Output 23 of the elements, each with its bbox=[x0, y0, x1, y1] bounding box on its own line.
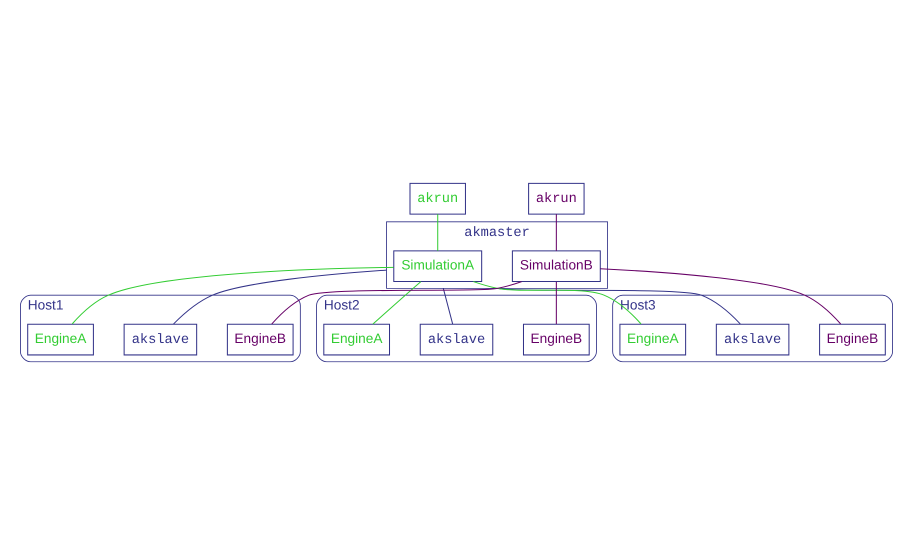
connector bbox=[72, 266, 394, 324]
connector bbox=[442, 288, 454, 324]
connector bbox=[556, 214, 557, 251]
connector bbox=[473, 281, 642, 324]
node-box: akslave bbox=[716, 324, 790, 356]
node-box: EngineA bbox=[619, 324, 686, 356]
node-box: EngineB bbox=[226, 324, 294, 356]
node-box: akrun bbox=[528, 182, 585, 215]
connector bbox=[600, 268, 842, 324]
node-box: akslave bbox=[124, 324, 198, 356]
connector bbox=[271, 281, 522, 324]
node-box: akrun bbox=[409, 182, 466, 215]
node-box: akslave bbox=[420, 324, 494, 356]
node-box: EngineB bbox=[522, 324, 590, 356]
node-box: EngineA bbox=[27, 324, 94, 356]
connector bbox=[437, 214, 438, 251]
connector bbox=[372, 281, 422, 325]
node-box: EngineA bbox=[323, 324, 390, 356]
node-box: SimulationB bbox=[512, 250, 601, 282]
connector bbox=[173, 270, 387, 324]
node-box: SimulationA bbox=[393, 250, 482, 282]
node-box: EngineB bbox=[819, 324, 886, 356]
connector bbox=[556, 282, 557, 324]
